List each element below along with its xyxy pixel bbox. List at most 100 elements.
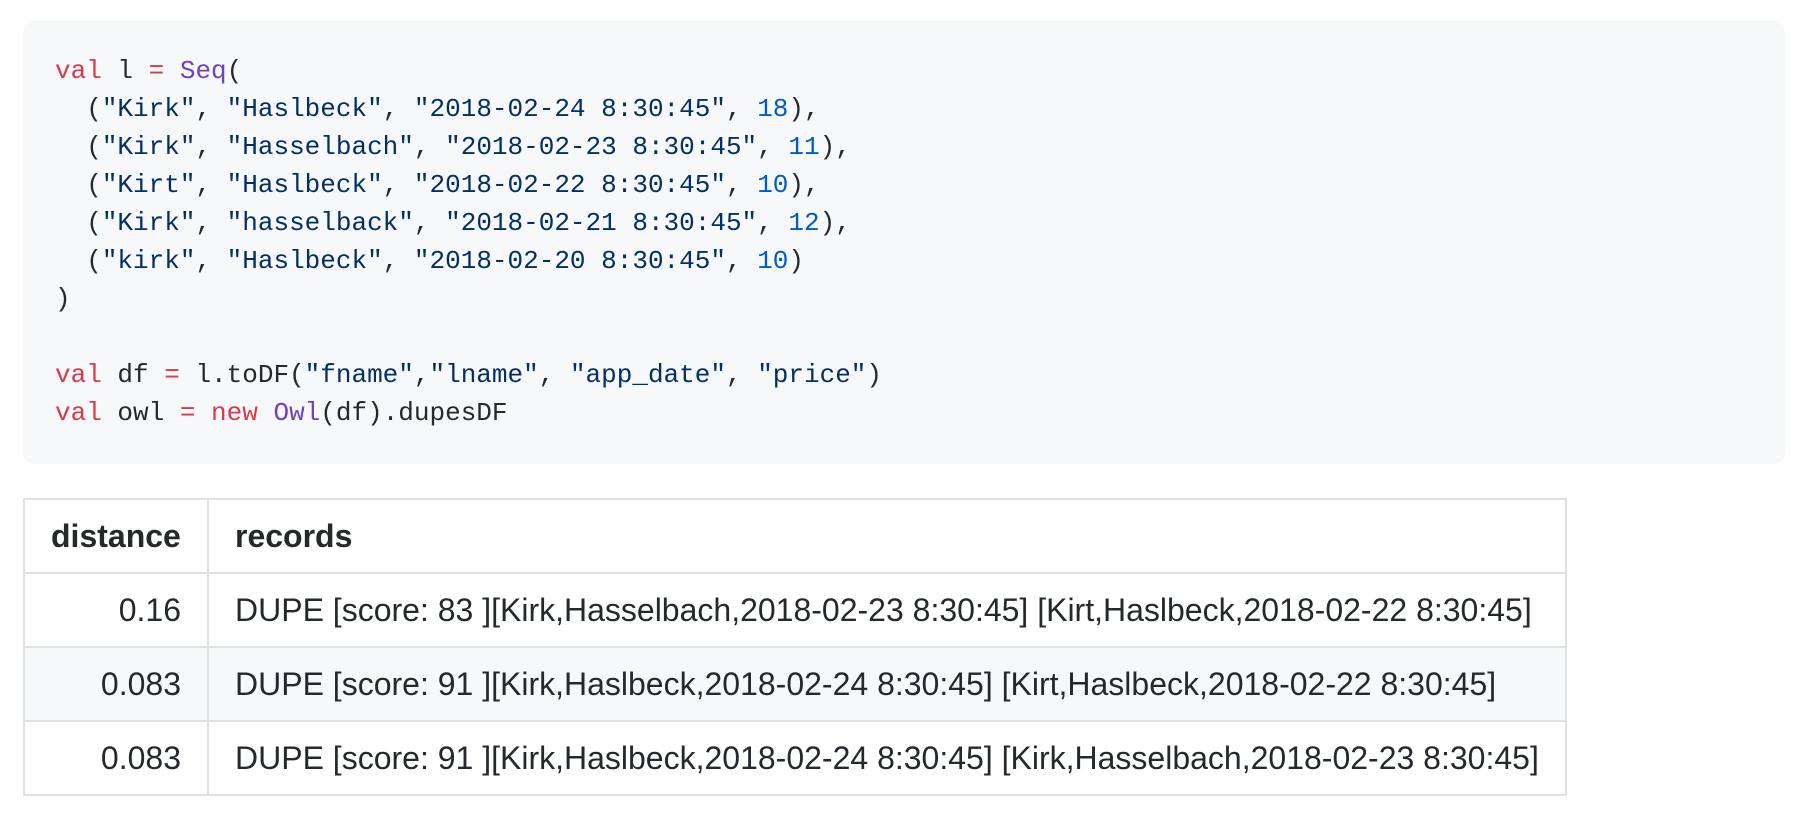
code-token: "2018-02-20 8:30:45"	[413, 246, 726, 276]
code-token: "lname"	[429, 360, 539, 390]
code-token: ,	[195, 208, 227, 238]
code-line: ("Kirt", "Haslbeck", "2018-02-22 8:30:45…	[55, 166, 1753, 204]
code-line: val df = l.toDF("fname","lname", "app_da…	[55, 356, 1753, 394]
code-token: )	[55, 284, 71, 314]
code-token: ,	[725, 94, 758, 124]
code-line: ("Kirk", "Hasselbach", "2018-02-23 8:30:…	[55, 128, 1753, 166]
code-token: "Haslbeck"	[226, 246, 383, 276]
code-token	[195, 398, 211, 428]
code-line: )	[55, 280, 1753, 318]
code-token: ,	[413, 360, 430, 390]
code-token: (df).dupesDF	[320, 398, 508, 428]
code-line: ("Kirk", "hasselback", "2018-02-21 8:30:…	[55, 204, 1753, 242]
code-token: l.toDF(	[179, 360, 305, 390]
code-token: "Kirk"	[101, 132, 196, 162]
code: val l = Seq( ("Kirk", "Haslbeck", "2018-…	[55, 52, 1753, 432]
code-token: (	[55, 208, 102, 238]
code-line: ("Kirk", "Haslbeck", "2018-02-24 8:30:45…	[55, 90, 1753, 128]
code-token: "2018-02-21 8:30:45"	[445, 208, 758, 238]
col-header-records: records	[207, 498, 1567, 574]
code-token: new	[211, 398, 258, 428]
code-line: val l = Seq(	[55, 52, 1753, 90]
code-token: owl	[101, 398, 180, 428]
code-token: ,	[413, 208, 446, 238]
code-token: (	[55, 132, 102, 162]
records-cell: DUPE [score: 83 ][Kirk,Hasselbach,2018-0…	[207, 572, 1567, 648]
code-token: =	[179, 398, 196, 428]
code-token: ),	[819, 132, 851, 162]
code-token: Owl	[273, 398, 321, 428]
code-token: ,	[382, 94, 414, 124]
code-token: ,	[382, 170, 414, 200]
code-line: ("kirk", "Haslbeck", "2018-02-20 8:30:45…	[55, 242, 1753, 280]
code-token: (	[55, 246, 102, 276]
code-token: ,	[195, 94, 227, 124]
code-token: )	[866, 360, 883, 390]
code-token: ),	[788, 170, 820, 200]
code-token: "Haslbeck"	[226, 94, 383, 124]
code-token: ,	[725, 170, 758, 200]
code-line	[55, 318, 1753, 356]
code-token: "price"	[757, 360, 867, 390]
table-header: distance records	[23, 498, 1567, 574]
code-line: val owl = new Owl(df).dupesDF	[55, 394, 1753, 432]
code-token: "2018-02-23 8:30:45"	[445, 132, 758, 162]
distance-cell: 0.16	[23, 572, 209, 648]
code-token: val	[55, 56, 102, 86]
code-token: val	[55, 360, 102, 390]
code-token	[258, 398, 274, 428]
code-token: ,	[725, 246, 758, 276]
code-token: df	[101, 360, 165, 390]
code-token: (	[55, 94, 102, 124]
table-header-row: distance records	[23, 498, 1567, 574]
code-token: val	[55, 398, 102, 428]
code-token: "Hasselbach"	[226, 132, 414, 162]
code-token: "Kirt"	[101, 170, 196, 200]
code-token: =	[148, 56, 165, 86]
code-token	[164, 56, 180, 86]
code-token: "Haslbeck"	[226, 170, 383, 200]
distance-cell: 0.083	[23, 646, 209, 722]
code-token: =	[164, 360, 180, 390]
code-token: ,	[195, 132, 227, 162]
readme-content: val l = Seq( ("Kirk", "Haslbeck", "2018-…	[23, 20, 1785, 796]
distance-cell: 0.083	[23, 720, 209, 796]
records-cell: DUPE [score: 91 ][Kirk,Haslbeck,2018-02-…	[207, 646, 1567, 722]
code-block: val l = Seq( ("Kirk", "Haslbeck", "2018-…	[23, 20, 1785, 464]
code-token: 10	[757, 170, 789, 200]
code-token: 10	[757, 246, 789, 276]
code-token: "fname"	[304, 360, 414, 390]
code-token: ,	[725, 360, 758, 390]
code-token: ,	[195, 170, 227, 200]
code-token: 18	[757, 94, 789, 124]
code-token: l	[101, 56, 149, 86]
code-token: (	[226, 56, 243, 86]
code-token: ,	[757, 132, 789, 162]
code-token: (	[55, 170, 102, 200]
code-token: "2018-02-24 8:30:45"	[413, 94, 726, 124]
code-token: "Kirk"	[101, 94, 196, 124]
code-token: Seq	[179, 56, 227, 86]
code-token: ),	[788, 94, 820, 124]
code-token: ,	[538, 360, 570, 390]
code-token: ,	[413, 132, 446, 162]
code-token: ),	[819, 208, 851, 238]
code-token: ,	[195, 246, 227, 276]
code-token: "app_date"	[569, 360, 726, 390]
code-token: 11	[788, 132, 820, 162]
code-token: ,	[382, 246, 414, 276]
col-header-distance: distance	[23, 498, 209, 574]
code-token: "2018-02-22 8:30:45"	[413, 170, 726, 200]
code-token: )	[788, 246, 805, 276]
code-token: "Kirk"	[101, 208, 196, 238]
code-token: ,	[757, 208, 789, 238]
code-token: 12	[788, 208, 820, 238]
code-token: "hasselback"	[226, 208, 414, 238]
code-token: "kirk"	[101, 246, 196, 276]
